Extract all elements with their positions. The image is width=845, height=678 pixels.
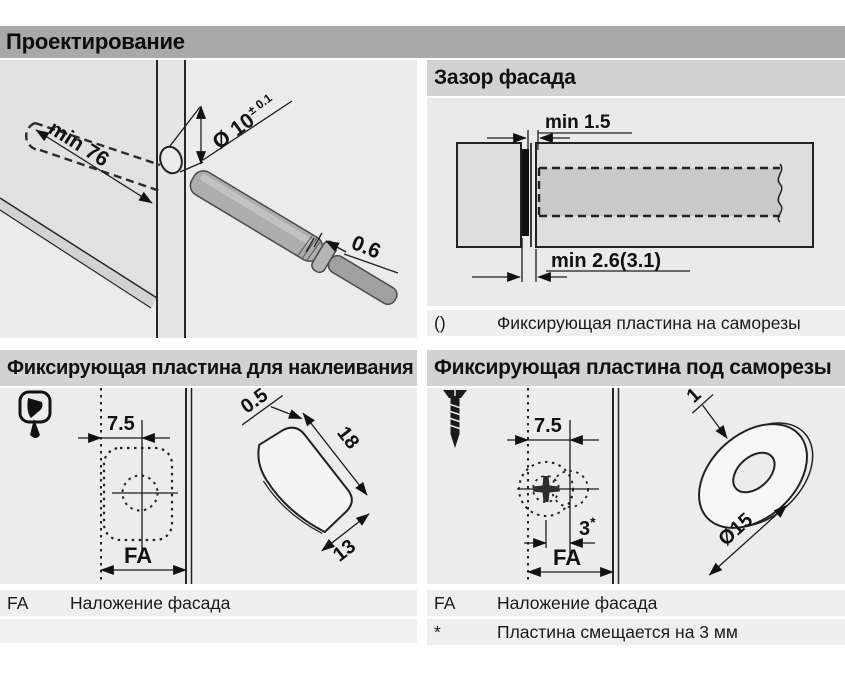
tip-on-channel-dashed — [537, 163, 783, 223]
footnote-text: Пластина смещается на 3 мм — [497, 622, 738, 642]
footnote-row: () Фиксирующая пластина на саморезы — [427, 310, 845, 336]
footnote-symbol: FA — [434, 593, 456, 613]
section-title: Зазор фасада — [427, 60, 845, 96]
panel-glue-plate: Фиксирующая пластина для наклеивания — [0, 350, 417, 645]
page-title: Проектирование — [0, 26, 845, 58]
drill-hole-opening — [159, 145, 183, 175]
footnote-symbol: * — [434, 622, 441, 642]
footnote-row: * Пластина смещается на 3 мм — [427, 619, 845, 645]
footnote-row: FA Наложение фасада — [427, 590, 845, 616]
footnote-row-empty — [0, 619, 417, 643]
panel-screw-plate: Фиксирующая пластина под саморезы — [427, 350, 845, 645]
footnote-symbol: FA — [7, 593, 29, 613]
screw-icon — [443, 390, 467, 448]
dim-gap-top-label: min 1.5 — [545, 112, 611, 133]
footnote-text: Фиксирующая пластина на саморезы — [497, 313, 801, 333]
footnote-symbol: () — [434, 313, 446, 333]
dim-overlay-label: FA — [553, 545, 581, 570]
dim-offset: 7.5 — [78, 413, 170, 444]
footnote-row: FA Наложение фасада — [0, 590, 417, 616]
dim-gap-top: min 1.5 — [487, 112, 632, 150]
section-title: Фиксирующая пластина для наклеивания — [0, 350, 417, 386]
panel-drilling: min 76 Ø 10± 0.1 — [0, 60, 417, 338]
drilling-drawing: min 76 Ø 10± 0.1 — [0, 60, 417, 338]
footnote-text: Наложение фасада — [70, 593, 231, 613]
dim-overlay-label: FA — [124, 543, 152, 568]
screw-cross-recess — [533, 476, 559, 502]
dim-offset-label: 7.5 — [107, 413, 135, 435]
panel-facade-gap: Зазор фасада — [427, 60, 845, 337]
facade-edge-lines — [185, 388, 193, 584]
facade-gap-drawing: min 1.5 min 2.6(3.1) — [427, 98, 845, 306]
dim-offset-label: 7.5 — [534, 415, 562, 437]
dim-gap-bottom-label: min 2.6(3.1) — [551, 250, 661, 272]
dim-gap-bottom: min 2.6(3.1) — [472, 238, 690, 283]
screw-plate-drawing: 7.5 3* FA 1 — [427, 388, 845, 584]
footnote-text: Наложение фасада — [497, 593, 658, 613]
fixing-plate-section — [522, 149, 529, 236]
dim-shift-label: 3* — [579, 514, 596, 540]
dim-offset: 7.5 — [507, 415, 599, 446]
facade-edge-lines — [612, 388, 620, 584]
tip-on-plunger — [189, 170, 398, 306]
dim-overlay: FA — [100, 543, 187, 576]
dim-shift: 3* — [524, 514, 596, 549]
glue-plate-drawing: 7.5 FA 18 13 0.5 — [0, 388, 417, 584]
cabinet-edge-section — [456, 142, 522, 248]
dim-overlay: FA — [527, 545, 614, 578]
glue-icon — [18, 390, 52, 438]
section-title: Фиксирующая пластина под саморезы — [427, 350, 845, 386]
